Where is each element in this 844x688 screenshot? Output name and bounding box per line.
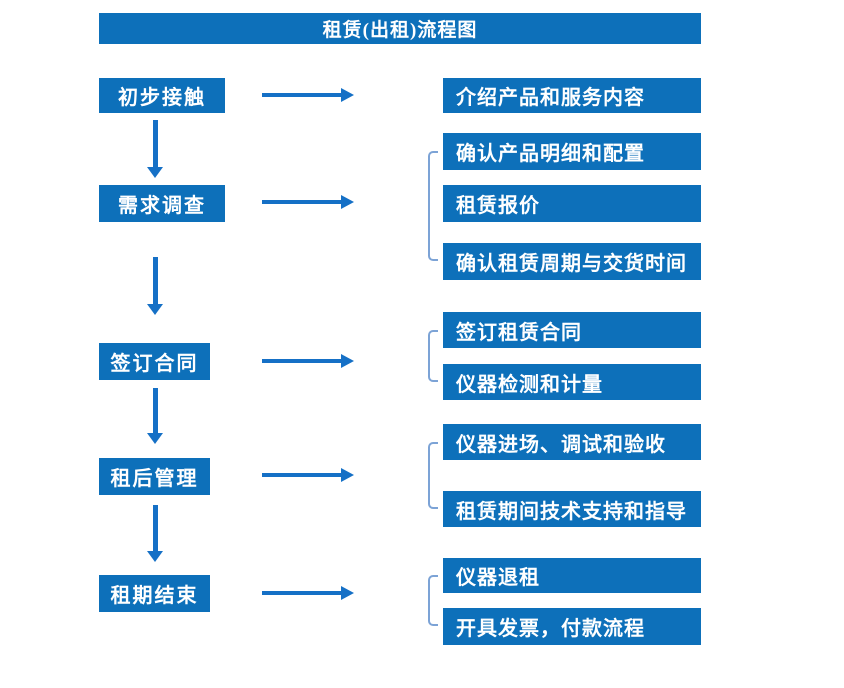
arrow-right-icon <box>262 468 354 482</box>
arrow-right-icon <box>262 586 354 600</box>
arrow-right-icon <box>262 354 354 368</box>
detail-box-instrument-return: 仪器退租 <box>443 558 701 593</box>
detail-box-invoice-payment-process: 开具发票，付款流程 <box>443 608 701 645</box>
stage-box-rental-end: 租期结束 <box>99 575 210 612</box>
stage-box-initial-contact: 初步接触 <box>99 78 225 113</box>
detail-box-instrument-entry-debug-acceptance: 仪器进场、调试和验收 <box>443 424 701 460</box>
arrow-right-icon <box>262 88 354 102</box>
detail-box-instrument-testing-metering: 仪器检测和计量 <box>443 364 701 400</box>
stage-box-demand-survey: 需求调查 <box>99 185 225 222</box>
arrow-down-icon <box>147 120 163 178</box>
group-bracket-icon <box>428 575 438 626</box>
arrow-down-icon <box>147 505 163 562</box>
stage-box-sign-contract: 签订合同 <box>99 343 210 380</box>
detail-box-introduce-products-services: 介绍产品和服务内容 <box>443 78 701 113</box>
detail-box-technical-support-guidance: 租赁期间技术支持和指导 <box>443 491 701 527</box>
stage-box-post-rental-management: 租后管理 <box>99 458 210 495</box>
detail-box-sign-rental-contract: 签订租赁合同 <box>443 312 701 348</box>
arrow-down-icon <box>147 257 163 315</box>
arrow-down-icon <box>147 388 163 444</box>
group-bracket-icon <box>428 330 438 382</box>
diagram-title: 租赁(出租)流程图 <box>99 13 701 44</box>
detail-box-rental-quote: 租赁报价 <box>443 185 701 222</box>
group-bracket-icon <box>428 442 438 509</box>
detail-box-confirm-rental-period-delivery: 确认租赁周期与交货时间 <box>443 243 701 280</box>
group-bracket-icon <box>428 151 438 261</box>
arrow-right-icon <box>262 195 354 209</box>
detail-box-confirm-product-details-config: 确认产品明细和配置 <box>443 133 701 170</box>
